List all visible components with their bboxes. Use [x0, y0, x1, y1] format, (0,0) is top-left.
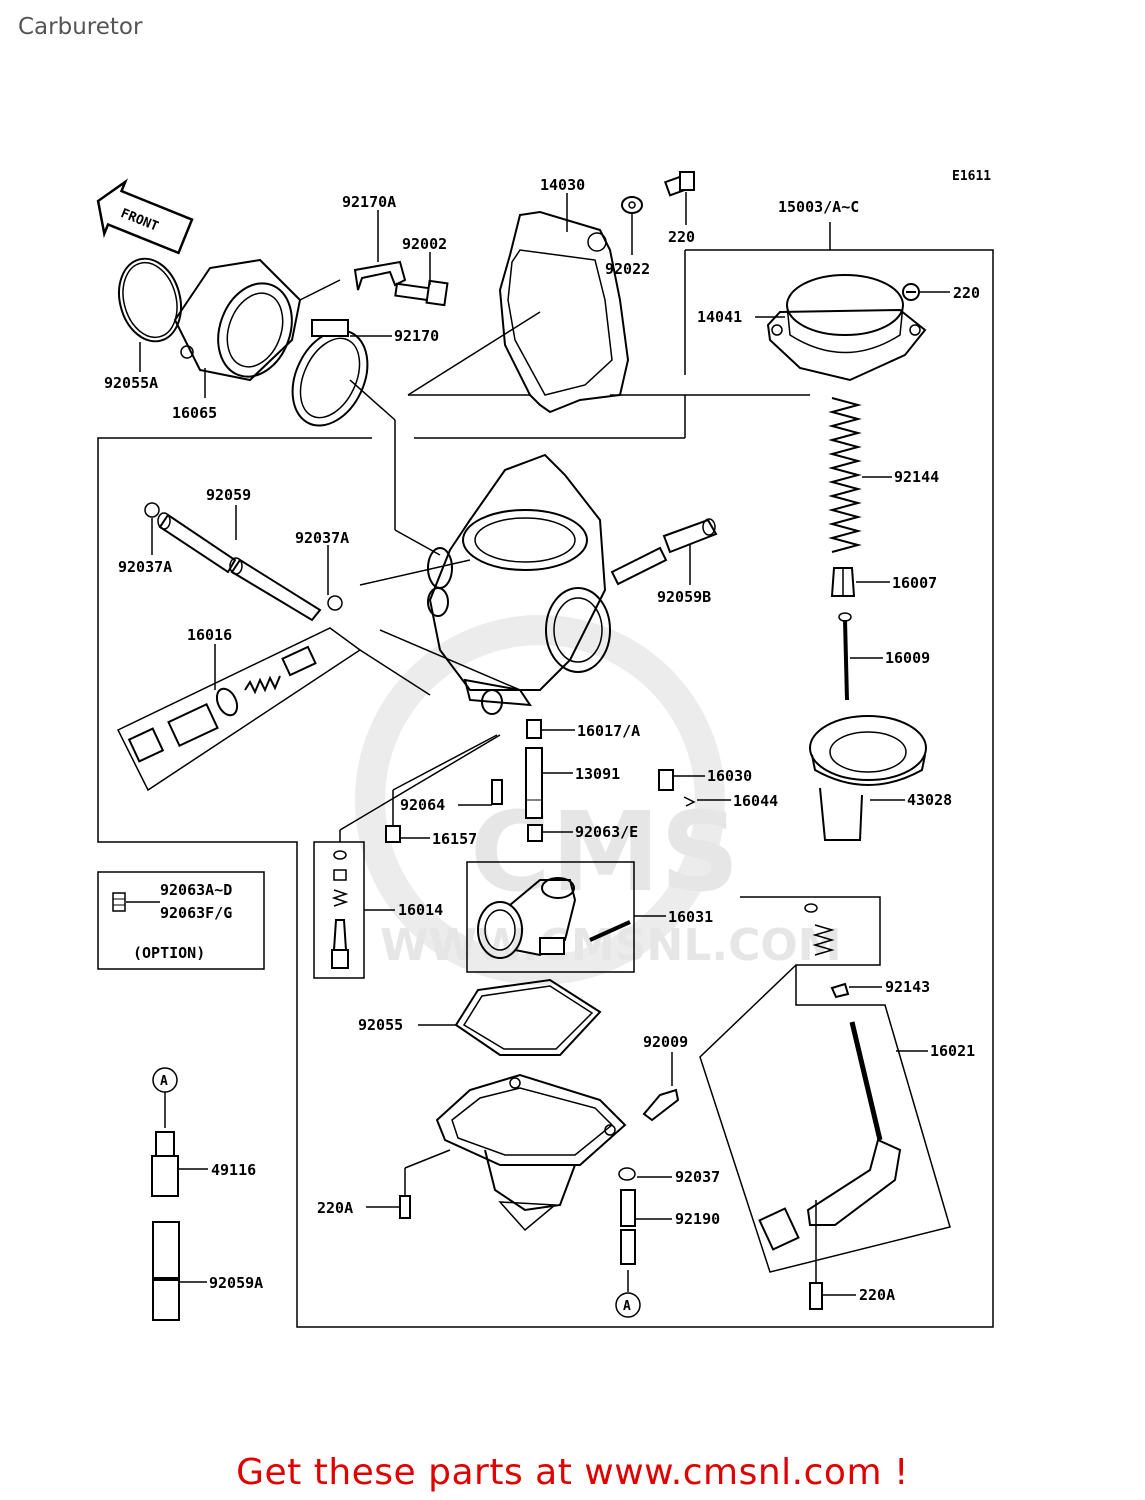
float-bowl: [435, 1073, 627, 1232]
gasket-92055: [454, 978, 602, 1056]
ref-circle-a-bottom: A: [615, 1270, 641, 1318]
label-92170: 92170: [394, 327, 439, 345]
label-16021: 16021: [930, 1042, 975, 1060]
needle-jet-13091: [525, 747, 543, 819]
label-92055: 92055: [358, 1016, 403, 1034]
clamp-92170: [291, 319, 369, 427]
label-14030: 14030: [540, 176, 585, 194]
throttle-box-16031: [466, 861, 635, 973]
label-92059B: 92059B: [657, 588, 711, 606]
hose-92059A: [152, 1221, 180, 1321]
label-220-top: 220: [668, 228, 695, 246]
carburetor-body: [427, 453, 611, 715]
washer-92022: [621, 196, 643, 214]
option-part-2: 92063F/G: [160, 904, 232, 922]
screw-220-right: [902, 283, 920, 301]
jet-16157: [385, 825, 401, 843]
ref-circle-a-left: A: [152, 1067, 178, 1128]
clip-92037A-left: [144, 502, 160, 518]
label-43028: 43028: [907, 791, 952, 809]
label-92064: 92064: [400, 796, 445, 814]
label-16030: 16030: [707, 767, 752, 785]
option-part-1: 92063A~D: [160, 881, 232, 899]
label-16016: 16016: [187, 626, 232, 644]
label-13091: 13091: [575, 765, 620, 783]
label-16014: 16014: [398, 901, 443, 919]
label-14041: 14041: [697, 308, 742, 326]
o-ring-92055A: [118, 257, 182, 343]
label-15003: 15003/A~C: [778, 198, 859, 216]
hose-92059B: [610, 518, 718, 586]
watermark-brand: CMS: [470, 788, 739, 916]
label-92190: 92190: [675, 1210, 720, 1228]
label-16017A: 16017/A: [577, 722, 640, 740]
label-92002: 92002: [402, 235, 447, 253]
front-arrow-icon: FRONT: [96, 178, 194, 255]
jet-16017A: [526, 719, 542, 739]
label-16031: 16031: [668, 908, 713, 926]
starter-assy-16016: [116, 627, 362, 792]
option-jet-icon: [112, 892, 126, 912]
label-16065: 16065: [172, 404, 217, 422]
bolt-92002: [394, 279, 449, 307]
jet-92063E: [527, 824, 543, 842]
label-92037A-left: 92037A: [118, 558, 172, 576]
spring-92144: [828, 397, 862, 553]
holder-16007: [830, 567, 856, 597]
parts-diagram: CMS WWW.CMSNL.COM E1611 FRONT 92063A~D 9…: [96, 169, 994, 1328]
label-92170A: 92170A: [342, 193, 396, 211]
ref-a-bottom: A: [623, 1299, 631, 1314]
clip-92037A-right: [327, 595, 343, 611]
label-92059: 92059: [206, 486, 251, 504]
clip-92037: [618, 1167, 636, 1181]
screw-220A-right: [809, 1200, 823, 1310]
label-92037A-right: 92037A: [295, 529, 349, 547]
label-92055A: 92055A: [104, 374, 158, 392]
ref-a-left: A: [160, 1074, 168, 1089]
clip-16044: [683, 796, 696, 807]
label-16007: 16007: [892, 574, 937, 592]
cta-link[interactable]: Get these parts at www.cmsnl.com !: [0, 1452, 1145, 1493]
label-220A-right: 220A: [859, 1286, 895, 1304]
screw-92064: [491, 779, 503, 805]
option-box: 92063A~D 92063F/G (OPTION): [97, 871, 265, 970]
hose-92190: [620, 1189, 636, 1265]
cap-16030: [658, 769, 674, 791]
intake-holder-16065: [173, 258, 302, 382]
diaphragm-43028: [809, 715, 927, 841]
choke-assy-16021: [699, 896, 951, 1273]
screw-220A-left: [399, 1195, 411, 1219]
screw-220-top: [663, 171, 695, 197]
top-cap-14041: [766, 274, 927, 382]
hose-92059: [157, 512, 322, 622]
label-16009: 16009: [885, 649, 930, 667]
label-49116: 49116: [211, 1161, 256, 1179]
label-92037: 92037: [675, 1168, 720, 1186]
label-220A-left: 220A: [317, 1199, 353, 1217]
bracket-92170A: [353, 260, 407, 291]
fitting-49116: [151, 1131, 179, 1197]
cta-text[interactable]: Get these parts at www.cmsnl.com !: [236, 1452, 909, 1493]
option-label: (OPTION): [133, 944, 205, 962]
label-92022: 92022: [605, 260, 650, 278]
label-92144: 92144: [894, 468, 939, 486]
needle-16009: [838, 612, 852, 701]
label-220-right: 220: [953, 284, 980, 302]
page-title: Carburetor: [18, 14, 143, 40]
label-92059A: 92059A: [209, 1274, 263, 1292]
label-16044: 16044: [733, 792, 778, 810]
label-92063E: 92063/E: [575, 823, 638, 841]
label-92009: 92009: [643, 1033, 688, 1051]
label-92143: 92143: [885, 978, 930, 996]
assembly-frame: [97, 222, 994, 1328]
diagram-code: E1611: [952, 169, 991, 184]
screw-92009: [642, 1088, 680, 1122]
watermark-url: WWW.CMSNL.COM: [380, 920, 842, 971]
pilot-screw-box-16014: [313, 841, 365, 979]
cover-14030: [498, 210, 630, 414]
label-16157: 16157: [432, 830, 477, 848]
